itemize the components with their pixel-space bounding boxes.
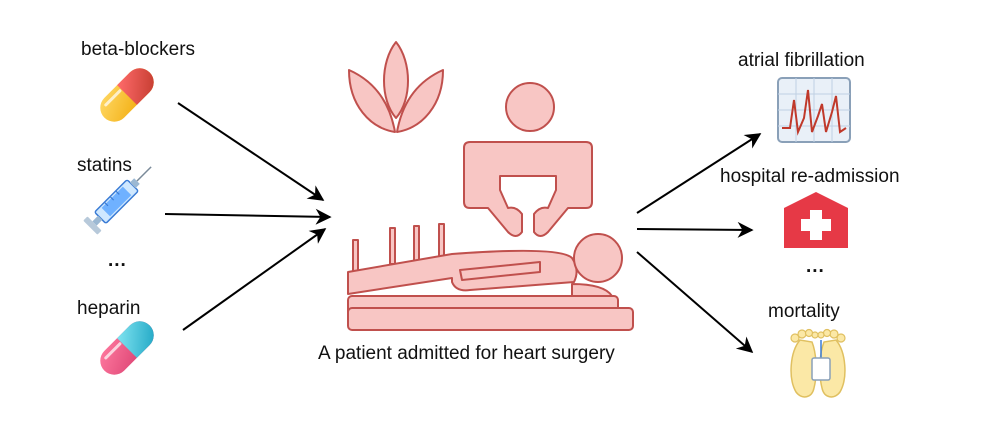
pill-icon	[100, 68, 154, 122]
capsule-icon	[100, 321, 154, 375]
practitioner-body-icon	[463, 141, 593, 237]
mortality-label: mortality	[768, 301, 840, 322]
readmission-label: hospital re-admission	[720, 166, 900, 187]
patient-illustration	[347, 41, 634, 331]
beta-blockers-label: beta-blockers	[81, 39, 196, 60]
arrow-mortality	[636, 251, 754, 354]
ecg-monitor-icon	[777, 77, 851, 143]
heparin-label: heparin	[77, 298, 141, 319]
arrow-heparin	[182, 228, 327, 331]
lotus-icon	[348, 41, 444, 133]
statins-label: statins	[77, 155, 132, 176]
atrial-fibrillation-label: atrial fibrillation	[738, 50, 865, 71]
patient-head-icon	[573, 233, 623, 283]
treatments-ellipsis: ...	[108, 250, 127, 271]
arrow-statins	[164, 208, 332, 225]
hospital-icon	[784, 192, 848, 248]
practitioner-head-icon	[505, 82, 555, 132]
arrow-readmission	[636, 221, 754, 238]
syringe-icon	[83, 166, 152, 235]
patient-caption: A patient admitted for heart surgery	[318, 343, 615, 364]
arrow-atrial-fibrillation	[636, 133, 762, 214]
outcomes-ellipsis: ...	[806, 256, 825, 277]
arrow-beta-blockers	[177, 102, 325, 201]
feet-tag-icon	[790, 328, 846, 398]
